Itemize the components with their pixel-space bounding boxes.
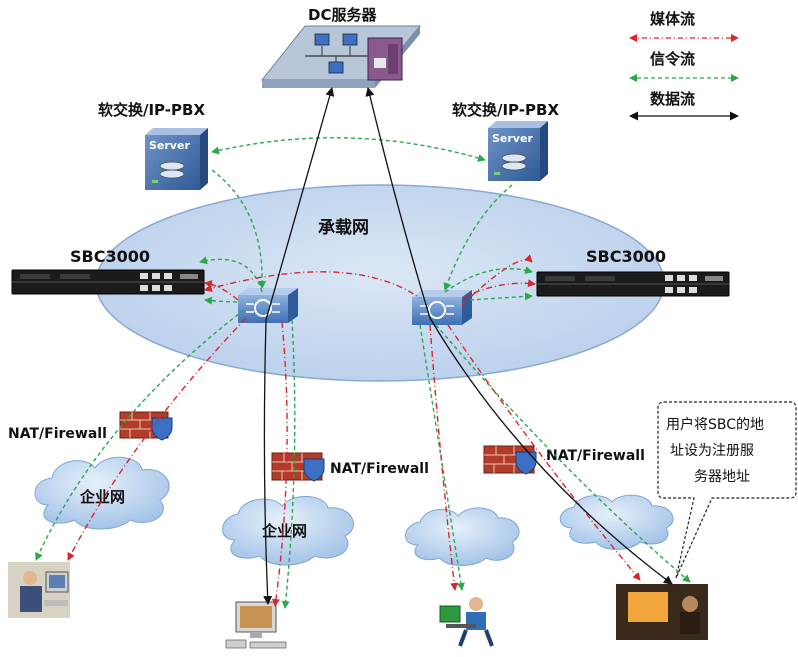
firewall-2-label: NAT/Firewall [330, 461, 429, 477]
enterprise-net-2-label: 企业网 [261, 522, 307, 540]
user-pc-1-icon [8, 562, 70, 618]
user-pc-2-icon [225, 601, 287, 649]
router-right-icon [412, 290, 472, 325]
firewall-3-icon [483, 445, 537, 475]
dc-server-label: DC服务器 [308, 6, 377, 24]
firewall-2-icon [271, 452, 325, 482]
user-pc-4-icon [616, 584, 708, 640]
legend: 媒体流 信令流 数据流 [629, 10, 739, 121]
legend-signaling-label: 信令流 [650, 50, 695, 68]
sbc-left-label: SBC3000 [70, 247, 150, 266]
enterprise-net-1-label: 企业网 [79, 488, 125, 506]
sbc-left-device-icon [11, 269, 205, 295]
legend-data-label: 数据流 [650, 90, 695, 108]
softswitch-left-server-text: Server [149, 139, 190, 152]
enterprise-cloud-1 [34, 456, 170, 530]
callout-line-3: 务器地址 [694, 469, 750, 485]
softswitch-right-label: 软交换/IP-PBX [452, 101, 559, 119]
router-left-icon [238, 288, 298, 323]
softswitch-left-server-icon: Server [145, 128, 208, 190]
enterprise-cloud-3 [405, 507, 520, 566]
callout-line-1: 用户将SBC的地 [666, 416, 764, 433]
sbc-right-label: SBC3000 [586, 247, 666, 266]
firewall-1-icon [119, 411, 173, 441]
user-pc-3-icon [439, 597, 494, 647]
softswitch-right-server-text: Server [492, 132, 533, 145]
softswitch-right-server-icon: Server [488, 121, 548, 181]
softswitch-left-label: 软交换/IP-PBX [98, 101, 205, 119]
bearer-network-label: 承载网 [318, 217, 369, 238]
legend-media-label: 媒体流 [650, 10, 695, 28]
sbc-right-device-icon [536, 271, 730, 297]
callout-line-2: 址设为注册服 [670, 443, 754, 459]
data-flows [263, 87, 673, 605]
firewall-1-label: NAT/Firewall [8, 426, 107, 442]
dc-server-icon [260, 25, 422, 88]
